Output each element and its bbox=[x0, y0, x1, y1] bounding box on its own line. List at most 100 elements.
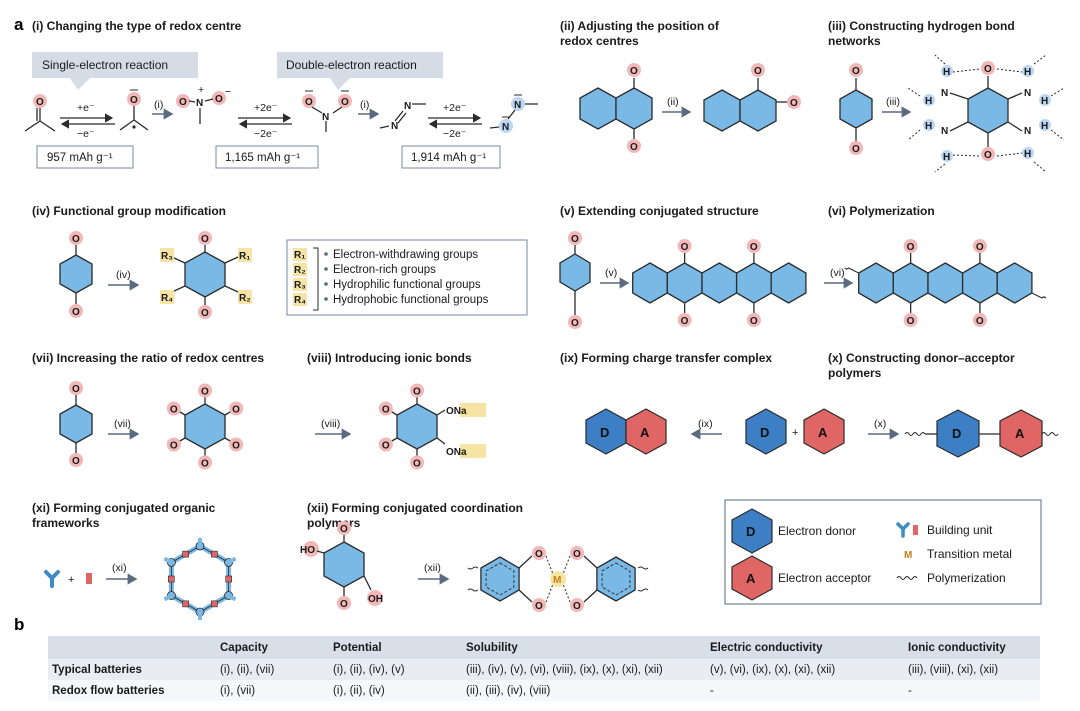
double-electron-callout bbox=[277, 52, 443, 78]
capacity-box-3 bbox=[401, 145, 501, 169]
atom-o: O bbox=[72, 234, 80, 245]
capacity-2: 1,165 mAh g⁻¹ bbox=[225, 152, 300, 164]
atom-o: O bbox=[976, 316, 984, 327]
arrow-i-label: (i) bbox=[154, 99, 163, 111]
minus-2e-label-2: −2e⁻ bbox=[443, 128, 467, 140]
plus-e-label: +e⁻ bbox=[77, 102, 95, 114]
panel-b-label: b bbox=[14, 615, 24, 634]
atom-o: O bbox=[571, 234, 579, 245]
arrow-vi-label: (vi) bbox=[830, 267, 845, 279]
legend-metal-text: Transition metal bbox=[927, 547, 1012, 561]
benzoquinone-ring bbox=[59, 404, 93, 444]
r-legend-key: R₂ bbox=[294, 265, 306, 276]
r2-label: R₂ bbox=[239, 293, 251, 304]
atom-n: N bbox=[404, 101, 411, 112]
arrow-ii-label: (ii) bbox=[667, 96, 679, 108]
r-legend-key: R₁ bbox=[294, 250, 305, 261]
r-legend-key: R₃ bbox=[294, 280, 306, 291]
radical-structure bbox=[119, 106, 149, 131]
table-header: Electric conductivity bbox=[706, 636, 904, 659]
title-xii-line1: (xii) Forming conjugated coordination bbox=[307, 501, 523, 515]
atom-o: O bbox=[976, 242, 984, 253]
donor-label: D bbox=[600, 425, 609, 440]
naphthoquinone-ring-b bbox=[615, 87, 653, 130]
acene-ring bbox=[735, 262, 772, 304]
title-v: (v) Extending conjugated structure bbox=[560, 204, 759, 218]
acceptor-hexagon bbox=[999, 409, 1043, 458]
atom-o: O bbox=[201, 459, 209, 470]
ona-bottom: ONa bbox=[446, 447, 467, 458]
atom-o: O bbox=[852, 144, 860, 155]
arrow-vii-label: (vii) bbox=[114, 418, 131, 430]
arrow-iii-label: (iii) bbox=[886, 96, 900, 108]
atom-o: O bbox=[573, 549, 581, 560]
title-viii: (viii) Introducing ionic bonds bbox=[307, 351, 472, 365]
legend-building-text: Building unit bbox=[927, 523, 993, 537]
atom-o: O bbox=[179, 97, 187, 108]
o-naphthoquinone-ring-b bbox=[739, 89, 777, 132]
capacity-3: 1,914 mAh g⁻¹ bbox=[411, 152, 486, 164]
acceptor-label: A bbox=[640, 425, 650, 440]
cyclohexanehexone-ring bbox=[184, 403, 226, 450]
title-iii-line2: networks bbox=[828, 34, 881, 48]
panel-iii: O O (iii) O O N N N N H H H H H H H H bbox=[839, 54, 1065, 173]
plus-2e-label-2: +2e⁻ bbox=[443, 102, 467, 114]
legend-metal-letter: M bbox=[904, 550, 912, 561]
title-vii: (vii) Increasing the ratio of redox cent… bbox=[32, 351, 264, 365]
benzoquinone-ring bbox=[839, 89, 873, 129]
table-header bbox=[48, 636, 216, 659]
table-cell: (i), (ii), (iv) bbox=[329, 680, 462, 701]
r-legend-text: Hydrophilic functional groups bbox=[333, 279, 481, 291]
table-cell: (i), (vii) bbox=[216, 680, 329, 701]
atom-o: O bbox=[681, 316, 689, 327]
legend-acceptor-letter: A bbox=[746, 571, 756, 586]
atom-o: O bbox=[232, 405, 240, 416]
acene-ring bbox=[996, 262, 1033, 304]
atom-h: H bbox=[1041, 121, 1048, 132]
atom-o: O bbox=[340, 599, 348, 610]
hydrogen-bond-dashes bbox=[907, 54, 1065, 173]
building-unit-icon bbox=[896, 522, 918, 538]
arrow-viii-label: (viii) bbox=[321, 418, 340, 430]
atom-n: N bbox=[196, 98, 203, 109]
benzoquinone-ring bbox=[59, 254, 93, 294]
acene-ring bbox=[961, 262, 998, 304]
naphthoquinone-ring-a bbox=[579, 87, 617, 130]
ona-top: ONa bbox=[446, 406, 467, 417]
atom-o: O bbox=[750, 242, 758, 253]
hydrazine-structure bbox=[489, 103, 538, 129]
atom-o-radical: O bbox=[130, 95, 138, 106]
atom-o: O bbox=[790, 98, 798, 109]
atom-h: H bbox=[943, 67, 950, 78]
nitro-structure bbox=[188, 98, 214, 124]
arrow-iv-label: (iv) bbox=[116, 269, 131, 281]
atom-h: H bbox=[1041, 96, 1048, 107]
acceptor-label: A bbox=[818, 425, 828, 440]
acceptor-hexagon bbox=[803, 408, 845, 455]
atom-n: N bbox=[941, 88, 948, 99]
atom-o: O bbox=[215, 94, 223, 105]
table-cell: (v), (vi), (ix), (x), (xi), (xii) bbox=[706, 659, 904, 680]
plus-sign: + bbox=[792, 427, 798, 439]
r-legend-text: Electron-withdrawing groups bbox=[333, 249, 478, 261]
linker-ring bbox=[480, 556, 520, 602]
title-iii-line1: (iii) Constructing hydrogen bond bbox=[828, 19, 1015, 33]
acceptor-hexagon bbox=[625, 408, 667, 455]
capacity-1: 957 mAh g⁻¹ bbox=[47, 152, 113, 164]
table-cell: Redox flow batteries bbox=[48, 680, 216, 701]
atom-o: O bbox=[201, 308, 209, 319]
title-ii-line1: (ii) Adjusting the position of bbox=[560, 19, 720, 33]
tetraaminoquinone-ring bbox=[967, 87, 1009, 134]
panel-x: (x) D A bbox=[868, 409, 1059, 458]
atom-o: O bbox=[170, 405, 178, 416]
substituted-quinone-ring bbox=[184, 251, 226, 298]
polymer-wave-right bbox=[1041, 431, 1059, 437]
atom-o: O bbox=[754, 66, 762, 77]
title-xii-line2: polymers bbox=[307, 516, 361, 530]
arrow-i2-label: (i) bbox=[360, 99, 369, 111]
minus-e-label: −e⁻ bbox=[77, 128, 95, 140]
